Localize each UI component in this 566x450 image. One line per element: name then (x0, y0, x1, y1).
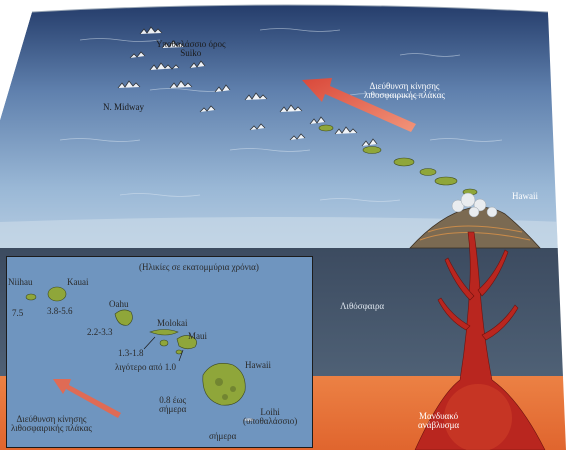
midway-label: N. Midway (103, 103, 144, 112)
plate-direction-label: Διεύθυνση κίνησης λιθοσφαιρικής πλάκας (364, 82, 445, 101)
maui-age: λιγότερο από 1.0 (115, 363, 176, 372)
niihau-name: Niihau (8, 278, 33, 287)
lithosphere-label: Λιθόσφαιρα (340, 302, 384, 311)
inset-heading: (Ηλικίες σε εκατομμύρια χρόνια) (139, 263, 259, 272)
island-lanai (160, 340, 168, 346)
seamount-label: Υποθαλάσσιο όρος Suiko (156, 40, 226, 59)
niihau-age: 7.5 (12, 309, 23, 318)
inset-plate-direction-label: Διεύθυνση κίνησης λιθοσφαιρικής πλάκας (11, 415, 92, 434)
hawaii-inset-age: 0.8 έως σήμερα (159, 396, 186, 415)
island-kauai (48, 287, 66, 301)
hawaii-main-label: Hawaii (512, 192, 538, 201)
maui-name: Maui (188, 332, 207, 341)
kauai-age: 3.8-5.6 (47, 307, 73, 316)
loihi-label: Loihi (υποθαλάσσιο) (243, 408, 297, 427)
molokai-age: 1.3-1.8 (118, 349, 144, 358)
hawaiian-islands-inset-map: (Ηλικίες σε εκατομμύρια χρόνια) Niihau 7… (6, 256, 313, 448)
mantle-plume-label: Μανδυακό ανάβλυσμα (418, 412, 459, 431)
oahu-age: 2.2-3.3 (87, 328, 113, 337)
molokai-name: Molokai (157, 319, 188, 328)
kauai-name: Kauai (67, 278, 89, 287)
oahu-name: Oahu (109, 300, 129, 309)
island-niihau (26, 294, 36, 300)
hawaii-inset-name: Hawaii (245, 361, 271, 370)
loihi-age: σήμερα (209, 432, 236, 441)
island-kahoolawe (176, 350, 182, 354)
